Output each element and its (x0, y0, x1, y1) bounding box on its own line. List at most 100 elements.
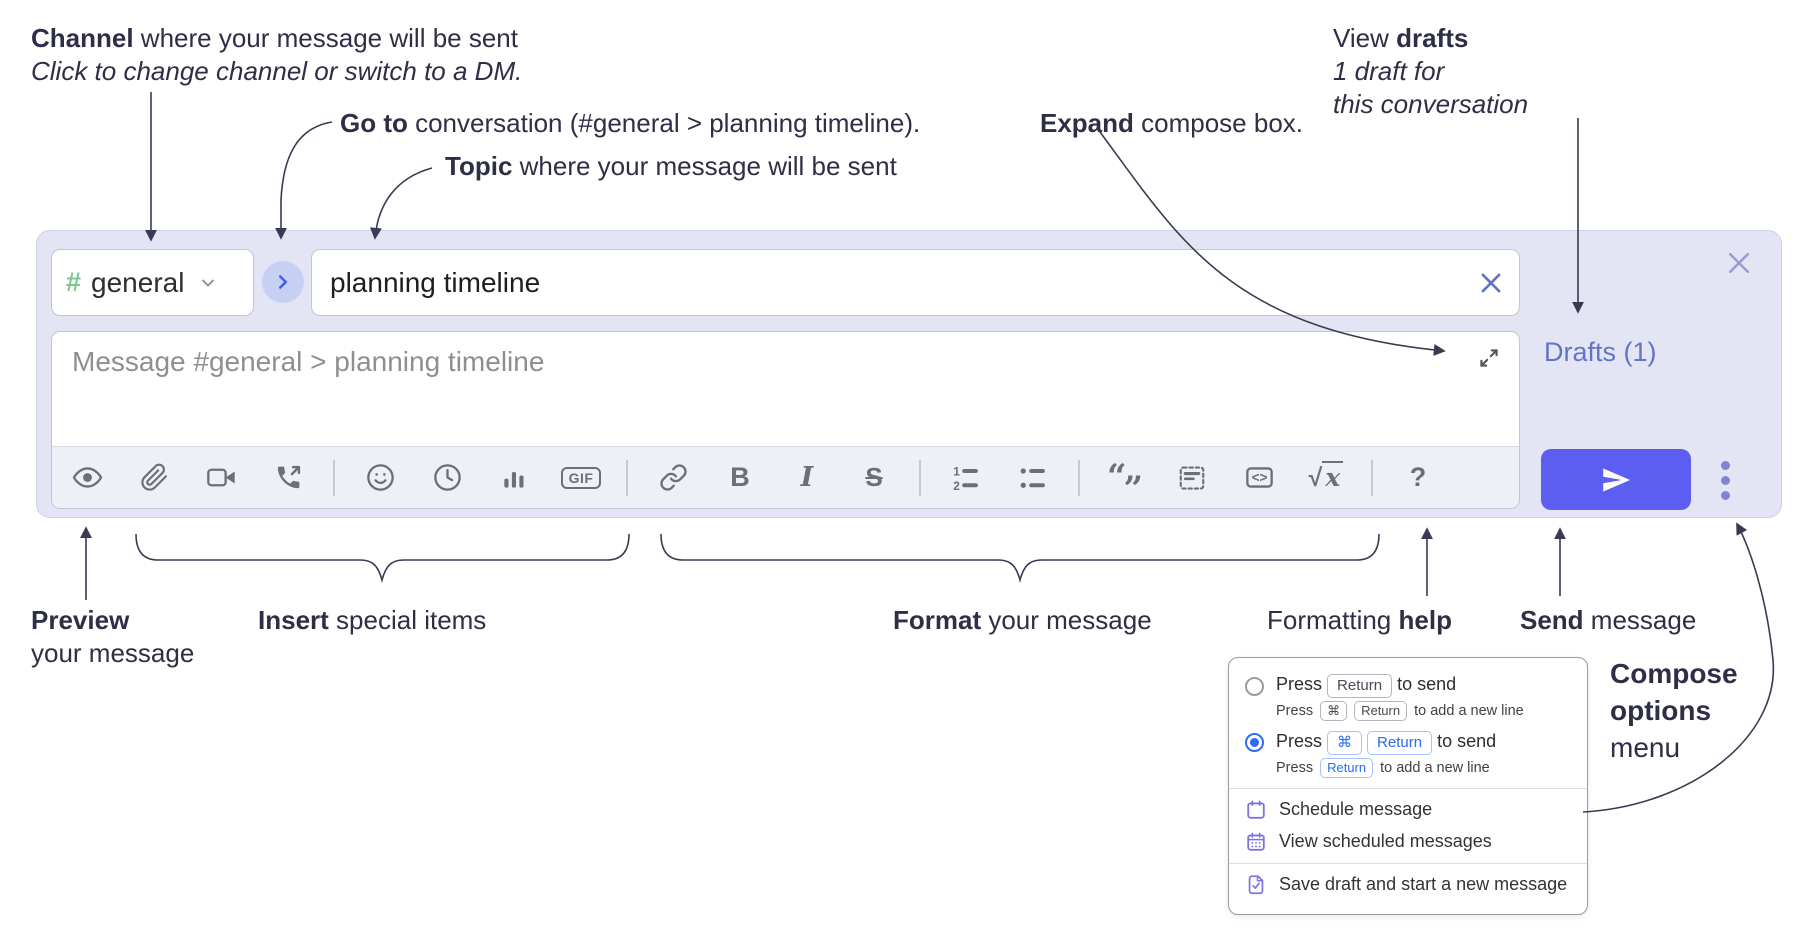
message-box: GIF B I S 1 2 (51, 331, 1520, 509)
close-compose-icon[interactable] (1721, 245, 1757, 281)
annotation-preview-line2: your message (31, 638, 195, 668)
message-input[interactable] (70, 344, 1434, 440)
bold-icon[interactable]: B (730, 462, 750, 492)
topic-input[interactable] (312, 266, 1469, 299)
bar-chart-icon[interactable] (492, 456, 536, 500)
option-text: Press ⌘ Return to send (1276, 730, 1496, 756)
svg-text:1: 1 (953, 464, 960, 478)
toolbar-divider (1078, 459, 1080, 496)
topic-clear-icon[interactable] (1469, 261, 1513, 305)
compose-box: # general (36, 230, 1782, 518)
gif-icon[interactable]: GIF (559, 456, 603, 500)
annotation-drafts-line3: this conversation (1333, 89, 1529, 119)
send-button[interactable] (1541, 449, 1691, 510)
annotation-compose-options: Compose options menu (1610, 655, 1738, 766)
annotation-drafts: View drafts 1 draft for this conversatio… (1333, 22, 1528, 121)
link-icon[interactable] (651, 456, 695, 500)
clock-icon[interactable] (425, 456, 469, 500)
help-icon[interactable]: ? (1409, 462, 1427, 492)
bulleted-list-icon[interactable] (1011, 456, 1055, 500)
paper-plane-icon (1600, 464, 1632, 496)
phone-call-icon[interactable] (266, 456, 310, 500)
expand-compose-icon[interactable] (1473, 342, 1505, 374)
svg-text:<>: <> (1251, 470, 1267, 485)
channel-name: general (91, 266, 185, 298)
return-key: Return (1327, 674, 1393, 699)
strikethrough-icon[interactable]: S (865, 462, 883, 492)
annotation-compose-line3: menu (1610, 732, 1681, 763)
option-subtext: Press ⌘ Return to add a new line (1276, 701, 1524, 721)
annotation-expand: Expand compose box. (1040, 108, 1304, 138)
svg-text:2: 2 (953, 478, 960, 492)
compose-options-menu-button[interactable] (1701, 451, 1749, 509)
toolbar-divider (1371, 459, 1373, 496)
menu-item-save-draft[interactable]: Save draft and start a new message (1245, 874, 1571, 896)
option-text: Press Return to send (1276, 674, 1456, 699)
return-key: Return (1367, 730, 1433, 756)
brace-insert (135, 533, 630, 584)
annotation-preview-line1: Preview (31, 605, 130, 635)
dot (1720, 490, 1730, 500)
annotation-channel-line2: Click to change channel or switch to a D… (31, 56, 523, 86)
chevron-down-icon (198, 273, 218, 293)
topic-input-wrap (311, 249, 1520, 316)
video-camera-icon[interactable] (199, 456, 243, 500)
toolbar-divider (333, 459, 335, 496)
spoiler-icon[interactable] (1170, 456, 1214, 500)
numbered-list-icon[interactable]: 1 2 (944, 456, 988, 500)
compose-toolbar: GIF B I S 1 2 (52, 446, 1519, 508)
quote-icon[interactable]: “ ” (1103, 456, 1147, 506)
menu-option-cmd-return-to-send[interactable]: Press ⌘ Return to send (1245, 730, 1571, 756)
annotation-drafts-line1: View drafts (1333, 23, 1469, 53)
cmd-key: ⌘ (1327, 730, 1363, 756)
toolbar-divider (626, 459, 628, 496)
draft-note-icon (1248, 875, 1264, 894)
menu-item-schedule-message[interactable]: Schedule message (1245, 799, 1571, 821)
option-subtext: Press Return to add a new line (1276, 758, 1490, 778)
paperclip-icon[interactable] (132, 456, 176, 500)
quote-open-glyph: “ (1107, 456, 1127, 497)
cmd-key: ⌘ (1320, 701, 1348, 721)
annotation-insert: Insert special items (258, 605, 487, 635)
calendar-grid-icon (1247, 832, 1265, 851)
calendar-icon (1247, 800, 1265, 819)
toolbar-divider (919, 459, 921, 496)
annotation-topic: Topic where your message will be sent (445, 151, 897, 181)
radio-selected[interactable] (1245, 733, 1264, 753)
connector-topic (369, 167, 433, 240)
dot (1720, 475, 1730, 485)
go-to-conversation-button[interactable] (262, 261, 304, 303)
math-icon[interactable]: √x (1304, 456, 1348, 500)
annotation-formatting-help: Formatting help (1267, 605, 1452, 635)
annotation-channel: Channel where your message will be sent … (31, 22, 522, 88)
smiley-icon[interactable] (358, 456, 402, 500)
annotation-format: Format your message (893, 605, 1152, 635)
italic-icon[interactable]: I (800, 462, 814, 493)
quote-close-glyph: ” (1123, 468, 1143, 509)
annotation-drafts-line2: 1 draft for (1333, 56, 1445, 86)
return-key: Return (1320, 758, 1374, 778)
menu-option-return-to-send[interactable]: Press Return to send (1245, 674, 1571, 699)
gif-label: GIF (560, 466, 602, 489)
annotation-compose-line1: Compose (1610, 658, 1738, 689)
menu-divider (1229, 787, 1587, 789)
connector-goto (275, 121, 333, 240)
menu-divider (1229, 862, 1587, 864)
annotation-send: Send message (1520, 605, 1697, 635)
annotation-compose-line2: options (1610, 695, 1712, 726)
menu-item-view-scheduled[interactable]: View scheduled messages (1245, 831, 1571, 853)
brace-format (660, 533, 1380, 584)
channel-hash-icon: # (66, 267, 82, 297)
annotation-goto: Go to conversation (#general > planning … (340, 108, 921, 138)
annotation-preview: Preview your message (31, 604, 194, 670)
radio-unselected[interactable] (1245, 676, 1264, 696)
annotation-channel-line1: Channel where your message will be sent (31, 23, 518, 53)
drafts-link[interactable]: Drafts (1) (1544, 337, 1657, 367)
code-icon[interactable]: <> (1237, 456, 1281, 500)
compose-options-menu: Press Return to send Press ⌘ Return to a… (1228, 657, 1588, 915)
channel-selector[interactable]: # general (51, 249, 254, 316)
dot (1720, 460, 1730, 470)
eye-icon[interactable] (65, 456, 109, 500)
return-key: Return (1354, 701, 1408, 721)
